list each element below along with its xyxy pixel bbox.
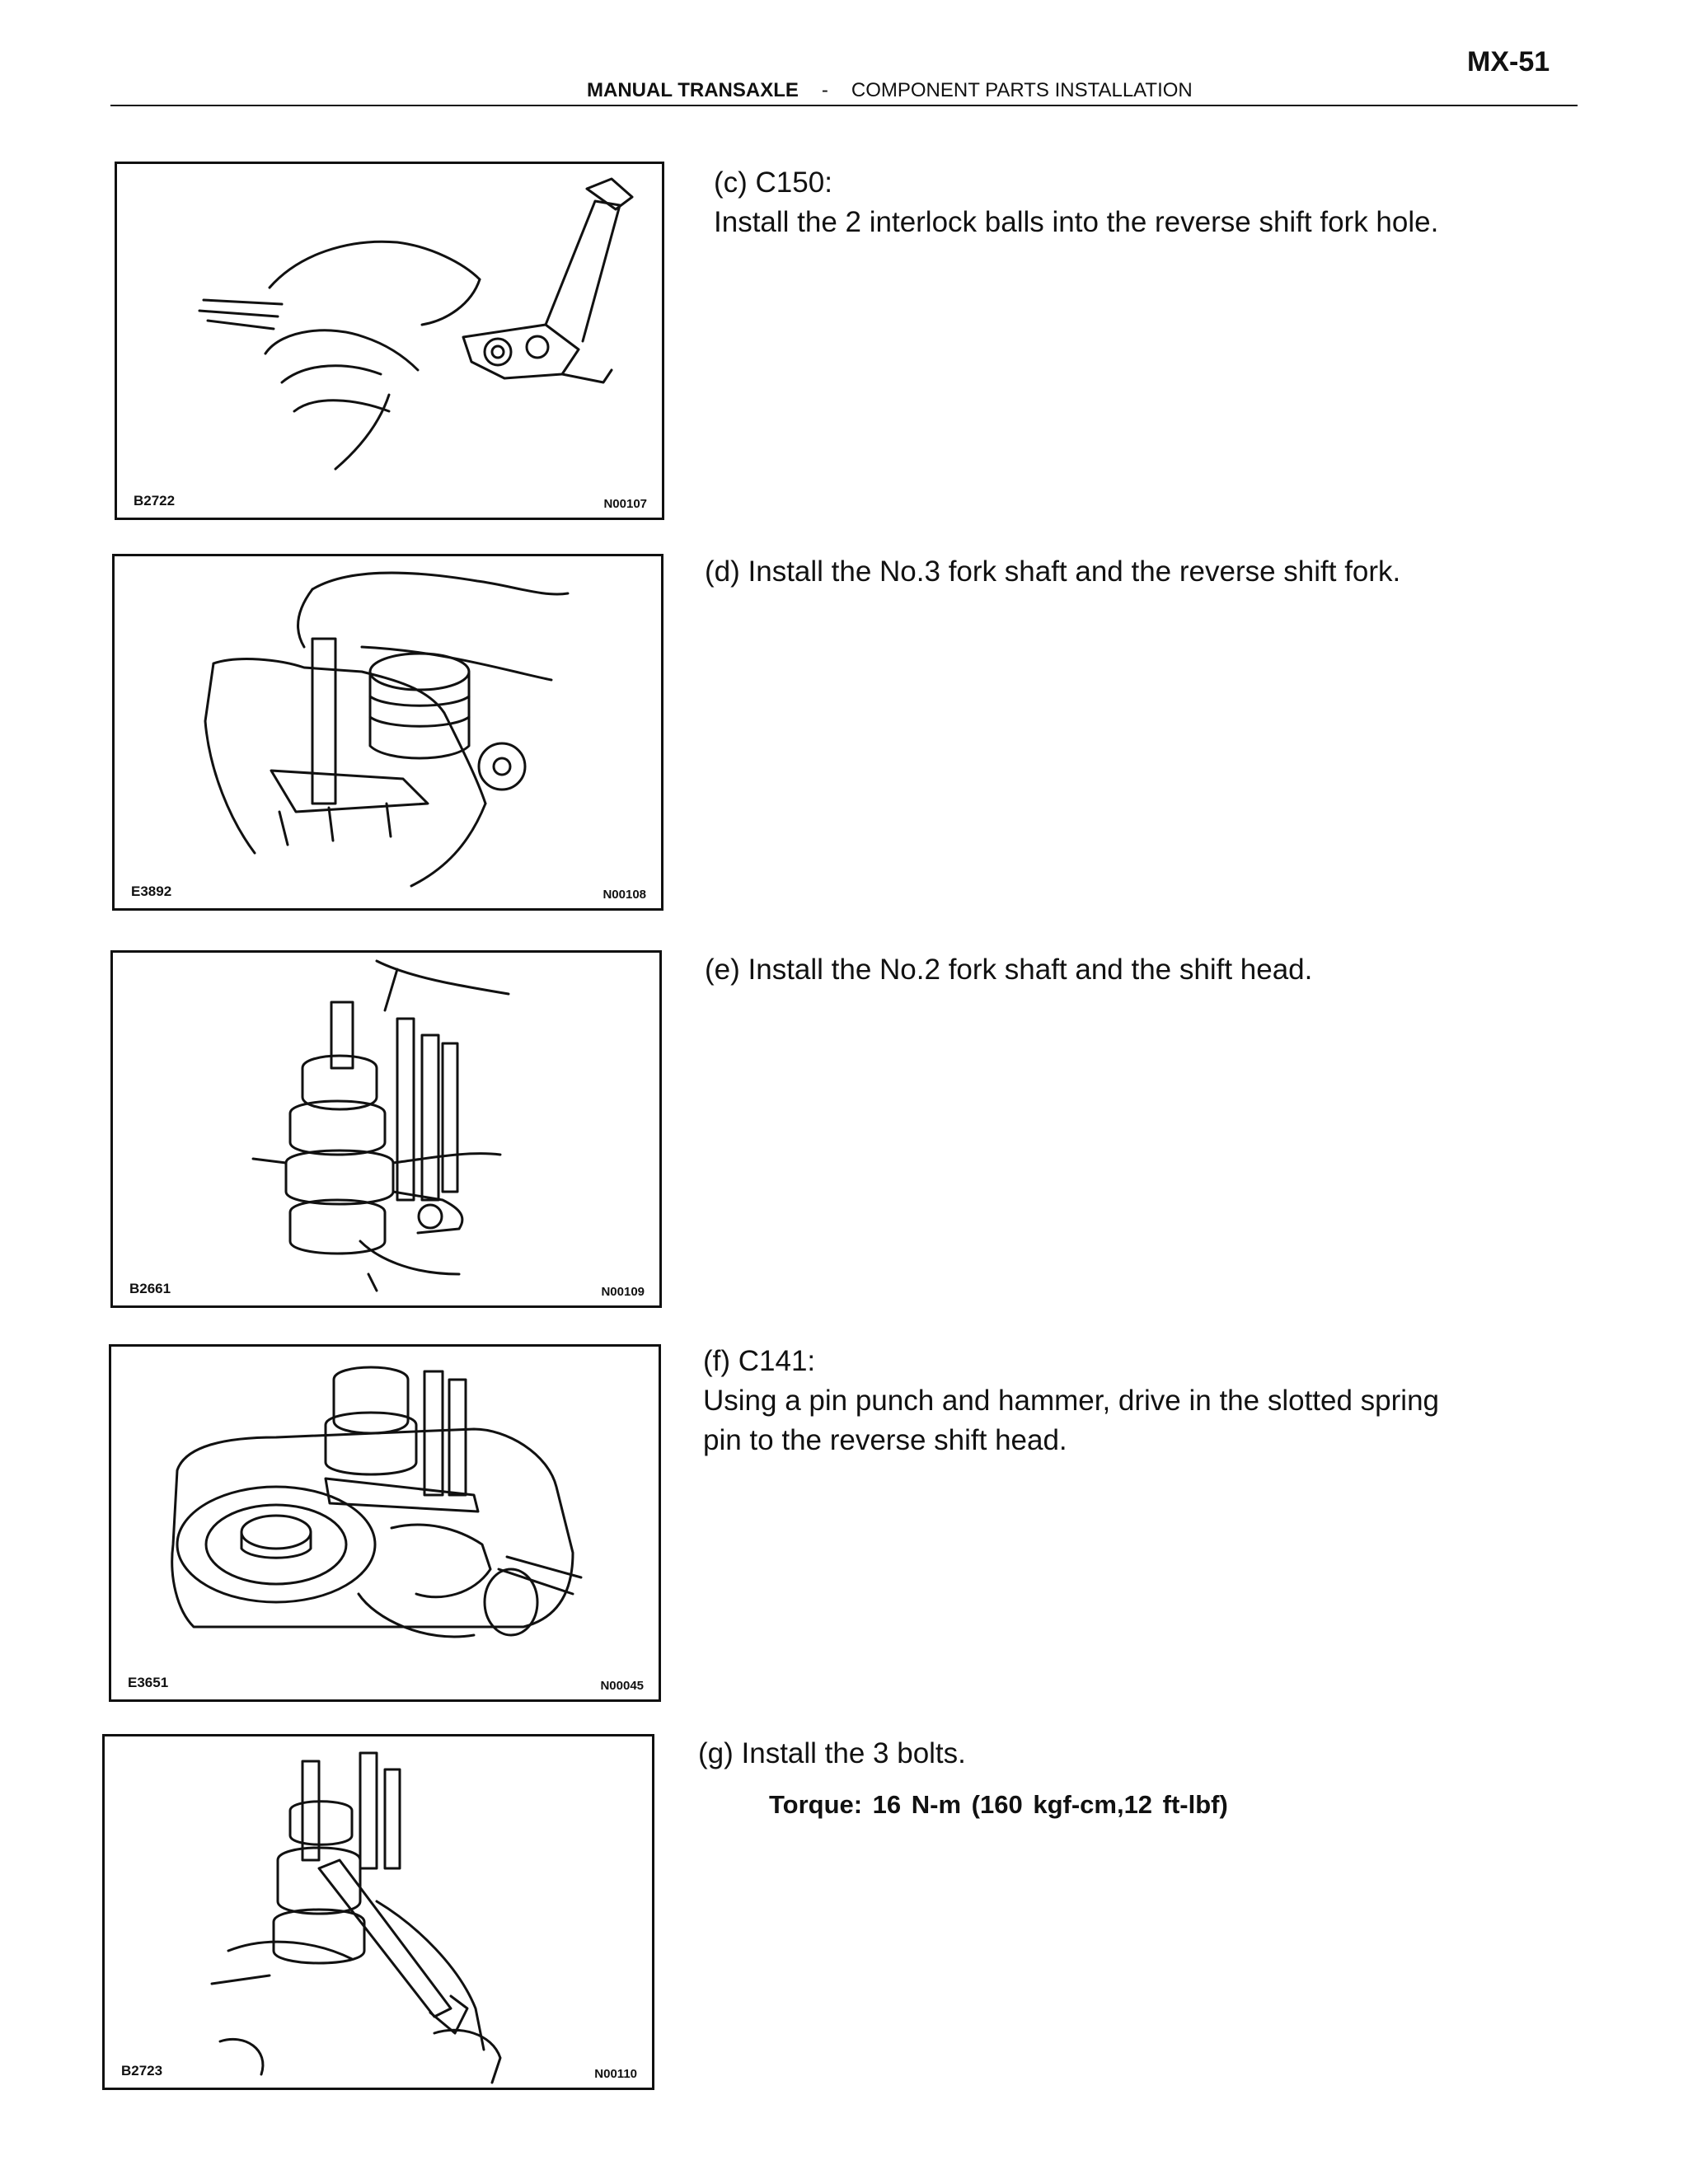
step-e: (e) Install the No.2 fork shaft and the … [705, 950, 1529, 990]
illustration-hand-shift-fork [198, 177, 634, 471]
step-text: (g) Install the 3 bolts. [698, 1737, 966, 1769]
figure-no3-fork-shaft: E3892 N00108 [112, 554, 663, 911]
figure-install-bolts: B2723 N00110 [102, 1734, 654, 2090]
figure-spring-pin: E3651 N00045 [109, 1344, 661, 1702]
illustration-gear-stack [251, 959, 510, 1292]
figure-ref: N00110 [594, 2067, 637, 2081]
step-text: (d) Install the No.3 fork shaft and the … [705, 555, 1401, 588]
step-text: Using a pin punch and hammer, drive in t… [703, 1385, 1440, 1456]
header-rule [110, 105, 1578, 106]
step-f: (f) C141: Using a pin punch and hammer, … [703, 1342, 1445, 1460]
page-number: MX-51 [1467, 46, 1550, 77]
torque-spec: Torque: 16 N-m (160 kgf-cm,12 ft-lbf) [769, 1790, 1228, 1819]
figure-ref: N00109 [601, 1285, 645, 1299]
figure-no2-fork-shaft: B2661 N00109 [110, 950, 662, 1308]
illustration-fork-shaft-assembly [204, 571, 570, 888]
step-label: (f) C141: [703, 1345, 816, 1377]
figure-code: E3651 [128, 1675, 169, 1690]
figure-code: B2722 [134, 493, 176, 509]
illustration-torque-wrench [210, 1751, 502, 2084]
step-text: (e) Install the No.2 fork shaft and the … [705, 954, 1313, 986]
figure-code: E3892 [131, 883, 172, 899]
figure-ref: N00108 [603, 888, 646, 902]
step-g: (g) Install the 3 bolts. [698, 1734, 1522, 1774]
figure-code: B2661 [129, 1281, 171, 1296]
page-header: MANUAL TRANSAXLE- COMPONENT PARTS INSTALL… [587, 79, 1193, 102]
figure-interlock-balls: B2722 N00107 [115, 162, 664, 520]
step-d: (d) Install the No.3 fork shaft and the … [705, 552, 1529, 592]
step-c: (c) C150: Install the 2 interlock balls … [714, 163, 1456, 242]
figure-ref: N00107 [603, 497, 647, 511]
section-title: MANUAL TRANSAXLE [587, 79, 799, 101]
header-separator: - [821, 79, 828, 101]
step-label: (c) C150: [714, 166, 832, 199]
step-text: Install the 2 interlock balls into the r… [714, 206, 1439, 238]
illustration-pin-punch-hammer [171, 1366, 583, 1638]
figure-code: B2723 [121, 2063, 163, 2079]
figure-ref: N00045 [600, 1679, 644, 1693]
subsection-title: COMPONENT PARTS INSTALLATION [851, 79, 1193, 101]
